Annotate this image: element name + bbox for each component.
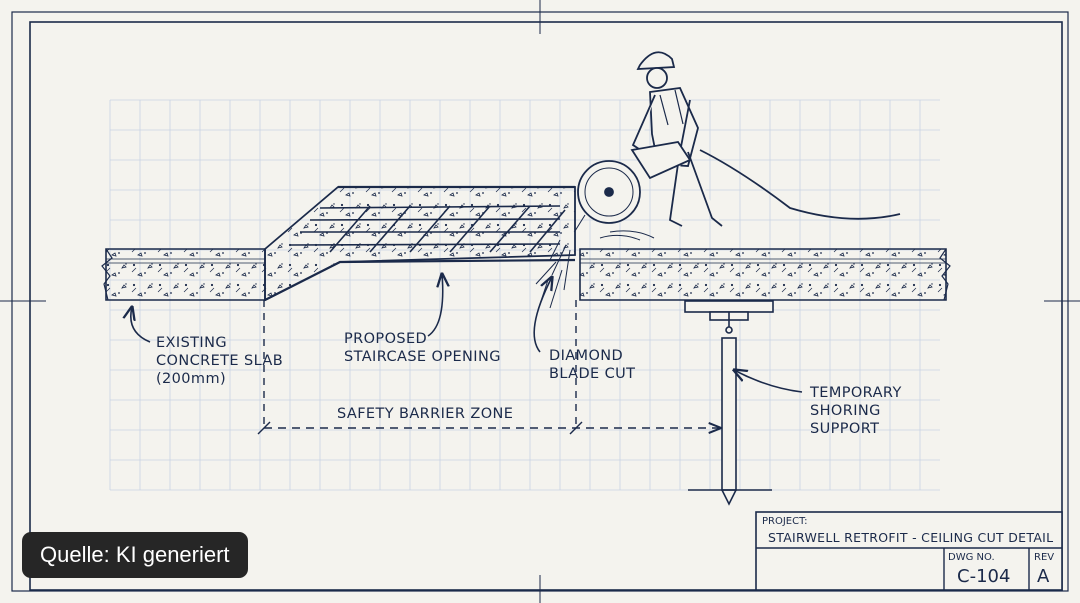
slab-panel [264, 185, 576, 302]
source-badge: Quelle: KI generiert [22, 532, 248, 578]
project-title: STAIRWELL RETROFIT - CEILING CUT DETAIL [768, 530, 1053, 545]
label-existing-slab: EXISTING CONCRETE SLAB (200mm) [156, 335, 288, 387]
label-barrier-zone: SAFETY BARRIER ZONE [337, 406, 513, 422]
leader-proposed-opening [427, 274, 443, 337]
extension-lines [263, 300, 577, 428]
leader-shoring [734, 370, 803, 393]
existing-slab-right [101, 248, 951, 301]
leader-diamond-cut [533, 277, 552, 353]
label-shoring: TEMPORARY SHORING SUPPORT [809, 385, 907, 437]
barrier-zone-ticks [257, 421, 583, 435]
inner-border [29, 21, 1063, 591]
dwg-number: C-104 [957, 566, 1010, 587]
worker-illustration [577, 51, 901, 227]
leader-arrows [131, 274, 803, 393]
label-proposed-opening: PROPOSED STAIRCASE OPENING [344, 331, 501, 365]
existing-slab-left [105, 248, 266, 301]
rev-label: REV [1034, 552, 1054, 563]
dwg-label: DWG NO. [948, 552, 995, 563]
label-diamond-cut: DIAMOND BLADE CUT [549, 348, 635, 382]
title-block: PROJECT: STAIRWELL RETROFIT - CEILING CU… [755, 511, 1063, 591]
project-label: PROJECT: [762, 516, 807, 527]
rev-value: A [1037, 566, 1050, 587]
leader-existing-slab [131, 307, 151, 343]
